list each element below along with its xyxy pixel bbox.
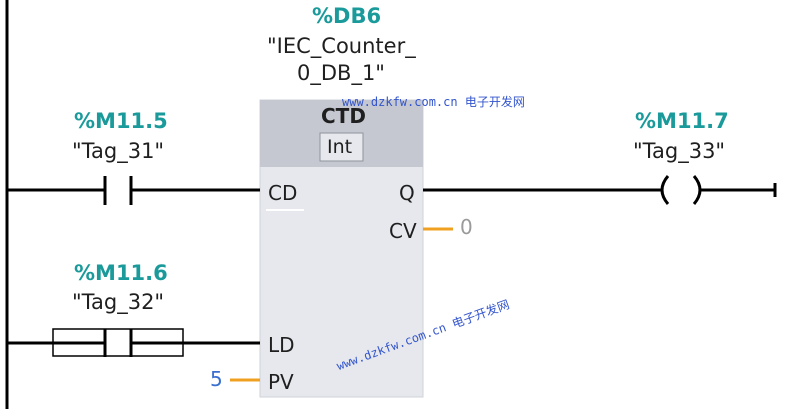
instance-db-name-line1: "IEC_Counter_ (267, 34, 416, 58)
instance-db-address: %DB6 (312, 4, 382, 28)
watermark-top: www.dzkfw.com.cn 电子开发网 (342, 95, 525, 109)
block-type-label: CTD (321, 104, 366, 128)
instance-db-name-line2: 0_DB_1" (297, 61, 385, 85)
contact-cd-symbol: "Tag_31" (72, 139, 165, 163)
coil-q-left-arc[interactable] (660, 175, 670, 205)
pin-pv-label: PV (268, 370, 294, 394)
pin-cv-label: CV (389, 219, 417, 243)
coil-q-symbol: "Tag_33" (633, 139, 726, 163)
contact-ld-symbol: "Tag_32" (72, 290, 165, 314)
coil-q-right-arc[interactable] (692, 175, 702, 205)
pin-q-label: Q (399, 181, 415, 205)
pin-ld-label: LD (268, 333, 295, 357)
coil-q-address: %M11.7 (635, 109, 729, 133)
contact-ld-address: %M11.6 (74, 261, 168, 285)
contact-cd-address: %M11.5 (74, 109, 168, 133)
datatype-box[interactable] (319, 132, 364, 162)
pv-value[interactable]: 5 (210, 367, 223, 391)
cv-value[interactable]: 0 (460, 215, 473, 239)
block-datatype-label[interactable]: Int (327, 136, 353, 158)
pin-cd-label: CD (268, 181, 298, 205)
